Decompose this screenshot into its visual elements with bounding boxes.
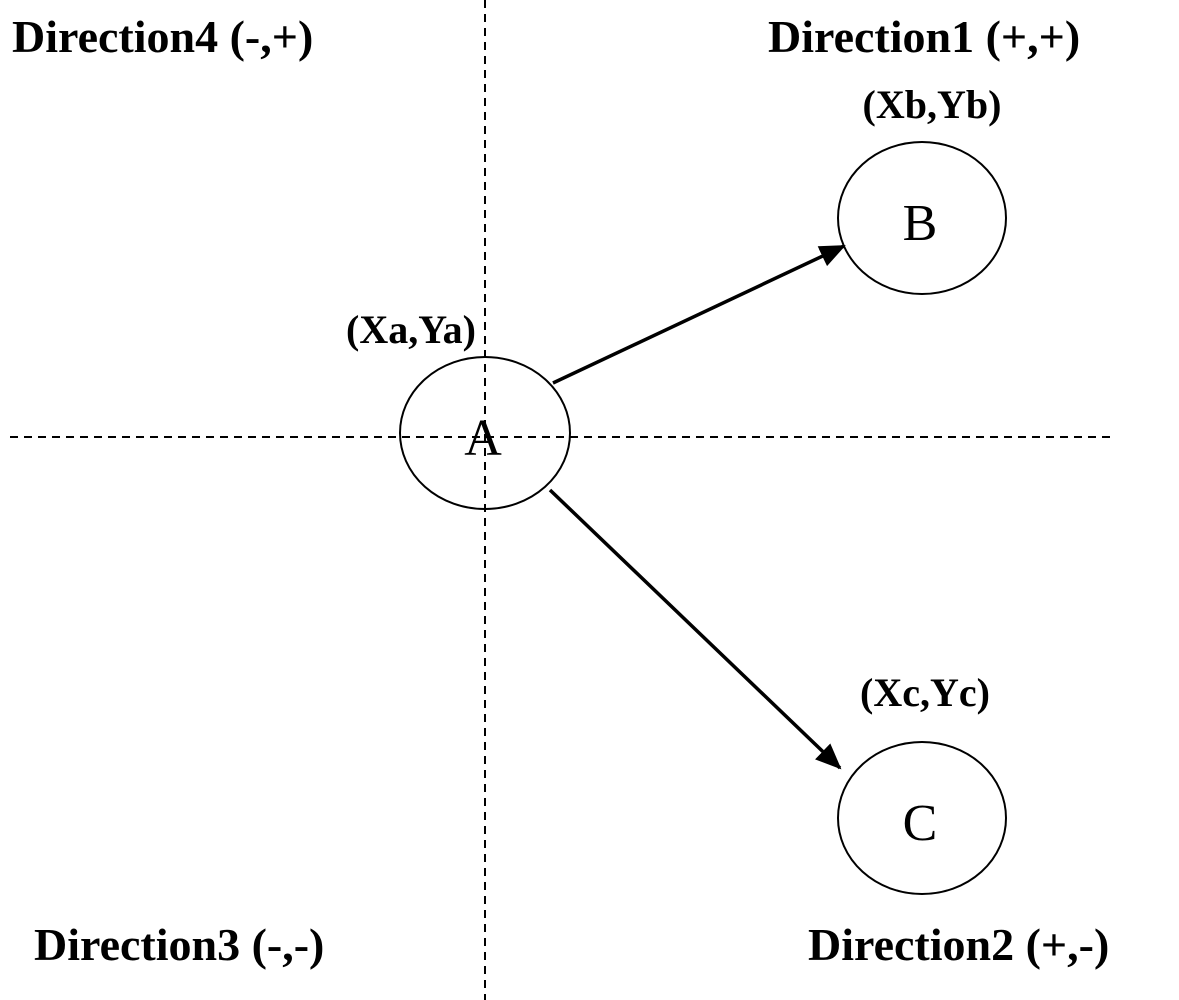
node-b-label: B [903,195,938,252]
edge-a-to-c [548,488,842,770]
quadrant-label-direction4: Direction4 (-,+) [12,11,313,62]
quadrant-label-direction2: Direction2 (+,-) [808,919,1109,970]
quadrant-label-direction1: Direction1 (+,+) [768,11,1080,62]
node-a-coordinate: (Xa,Ya) [346,307,476,352]
node-a-circle [399,356,571,510]
quadrant-label-direction3: Direction3 (-,-) [34,919,324,970]
node-c-circle [837,741,1007,895]
node-c-label: C [903,795,938,852]
node-b-circle [837,141,1007,295]
edge-a-to-b [552,244,846,385]
node-b-coordinate: (Xb,Yb) [863,82,1002,127]
node-a-label: A [464,410,502,467]
node-c-coordinate: (Xc,Yc) [860,670,990,715]
